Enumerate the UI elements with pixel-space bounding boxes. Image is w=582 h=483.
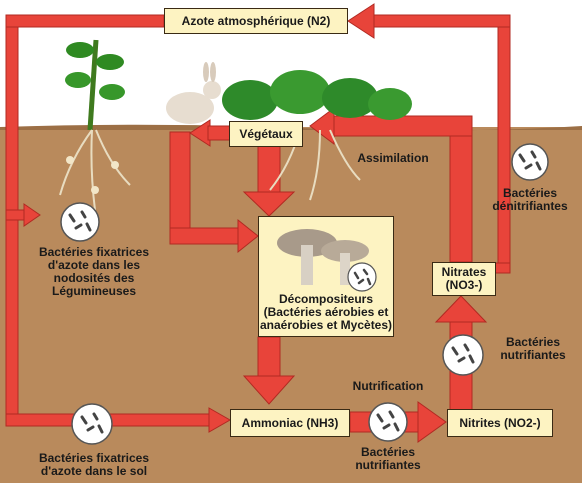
decomposers-label: Décompositeurs (Bactéries aérobies et an… — [259, 292, 393, 332]
crop-plants — [222, 70, 412, 201]
bacteria-icon-nitrifying-bottom — [368, 402, 408, 442]
soil-texture — [0, 124, 582, 131]
nitrifying-right-label: Bactéries nutrifiantes — [500, 335, 566, 362]
atmosphere-box: Azote atmosphérique (N2) — [164, 8, 348, 34]
bacteria-icon-legume — [60, 202, 100, 242]
nitrification-label: Nutrification — [352, 379, 424, 393]
nitrites-box: Nitrites (NO2-) — [447, 409, 553, 437]
bacteria-icon-nitrifying-right — [442, 334, 484, 376]
legume-plant — [59, 39, 131, 211]
mushroom-icon — [277, 229, 377, 292]
nitrates-box: Nitrates (NO3-) — [432, 262, 496, 296]
assimilation-label: Assimilation — [357, 151, 429, 165]
soil-fixers-label: Bactéries fixatrices d'azote dans le sol — [38, 451, 150, 478]
bacteria-icon-soil — [71, 403, 113, 445]
bacteria-icon-denitrifying — [511, 143, 549, 181]
legume-fixers-label: Bactéries fixatrices d'azote dans les no… — [38, 245, 150, 298]
denitrifying-label: Bactéries dénitrifiantes — [492, 186, 568, 213]
plants-box: Végétaux — [229, 121, 303, 147]
ammonia-box: Ammoniac (NH3) — [230, 409, 350, 437]
decomposers-box: Décompositeurs (Bactéries aérobies et an… — [258, 216, 394, 337]
nitrifying-bottom-label: Bactéries nutrifiantes — [355, 445, 421, 472]
rabbit — [166, 62, 221, 124]
